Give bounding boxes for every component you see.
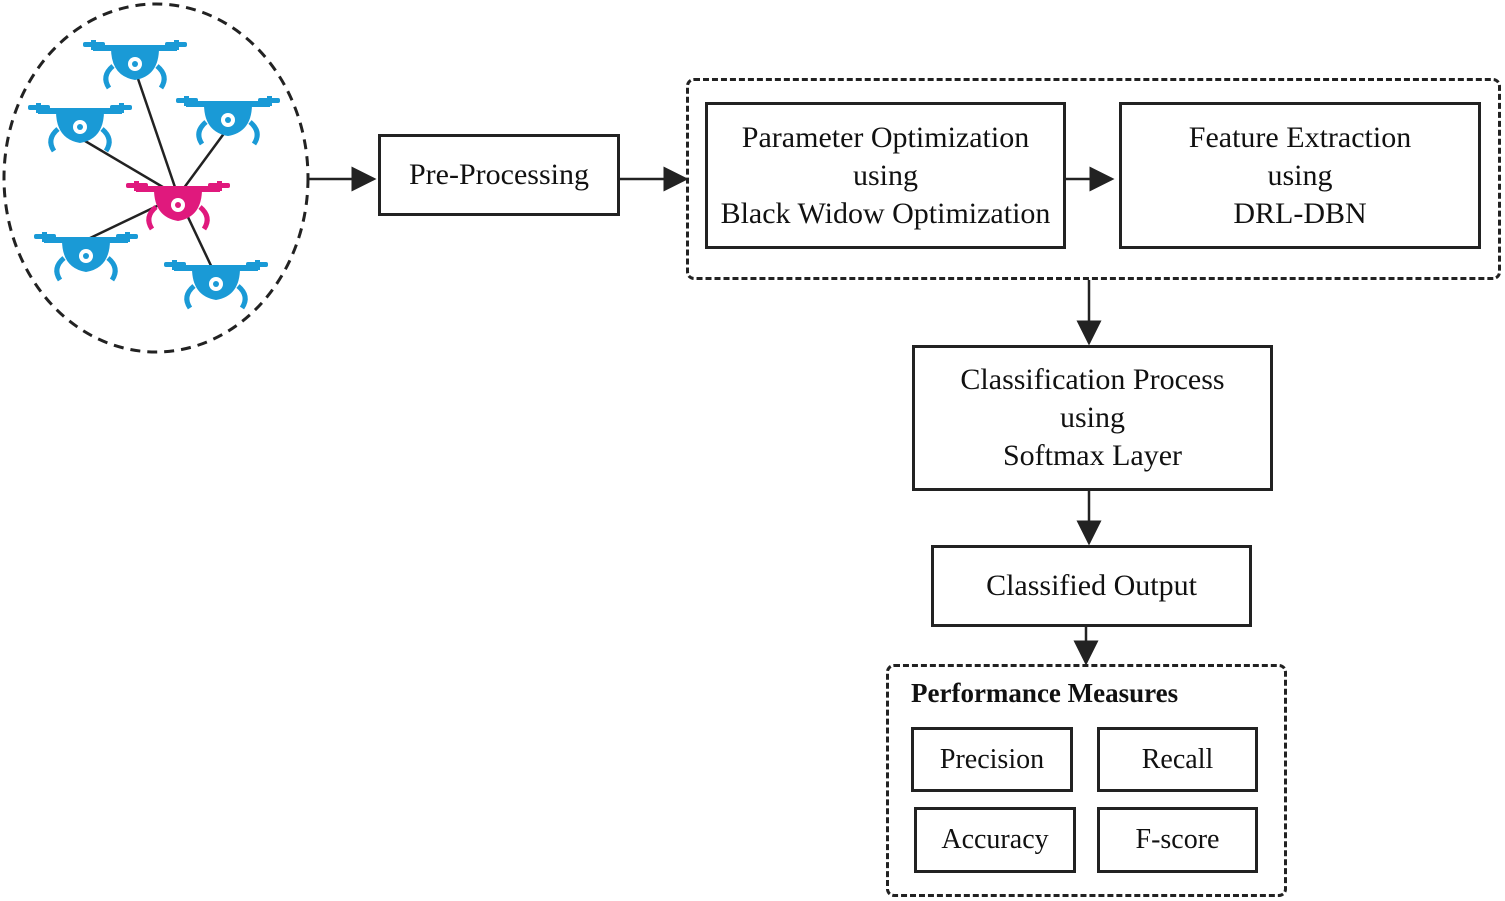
- parameter-optimization-method: Black Widow Optimization: [720, 196, 1051, 230]
- parameter-optimization-title: Parameter Optimization: [741, 120, 1030, 154]
- optimization-group: [686, 78, 1501, 280]
- feature-extraction-using: using: [1267, 158, 1333, 192]
- metric-fscore-box: F-score: [1097, 807, 1258, 873]
- drone-icon: [28, 103, 132, 151]
- drone-network-boundary: [2, 2, 310, 354]
- classification-method: Softmax Layer: [1002, 439, 1183, 472]
- feature-extraction-title: Feature Extraction: [1188, 120, 1412, 154]
- drone-icon: [34, 232, 138, 280]
- preprocessing-label: Pre-Processing: [409, 158, 589, 191]
- drone-icon: [83, 40, 187, 88]
- flow-arrows: [309, 166, 1115, 666]
- metric-accuracy-label: Accuracy: [941, 824, 1049, 855]
- classification-title: Classification Process: [960, 363, 1225, 396]
- classified-output-label: Classified Output: [986, 569, 1197, 602]
- metric-precision-box: Precision: [911, 727, 1073, 792]
- parameter-optimization-box: Parameter Optimization using Black Widow…: [705, 102, 1066, 249]
- drone-icon: [164, 260, 268, 308]
- drone-icon: [176, 96, 280, 144]
- feature-extraction-box: Feature Extraction using DRL-DBN: [1119, 102, 1481, 249]
- classification-box: Classification Process using Softmax Lay…: [912, 345, 1273, 491]
- performance-group: [886, 664, 1287, 897]
- metric-recall-label: Recall: [1141, 743, 1214, 775]
- parameter-optimization-using: using: [852, 158, 918, 192]
- metric-precision-label: Precision: [939, 743, 1045, 775]
- metric-fscore-label: F-score: [1135, 824, 1220, 855]
- metric-recall-box: Recall: [1097, 727, 1258, 792]
- feature-extraction-method: DRL-DBN: [1233, 196, 1367, 230]
- metric-accuracy-box: Accuracy: [914, 807, 1076, 873]
- preprocessing-box: Pre-Processing: [378, 134, 620, 216]
- hub-drone-icon: [126, 181, 230, 229]
- classified-output-box: Classified Output: [931, 545, 1252, 627]
- classification-using: using: [1059, 401, 1125, 434]
- performance-title: Performance Measures: [911, 678, 1179, 708]
